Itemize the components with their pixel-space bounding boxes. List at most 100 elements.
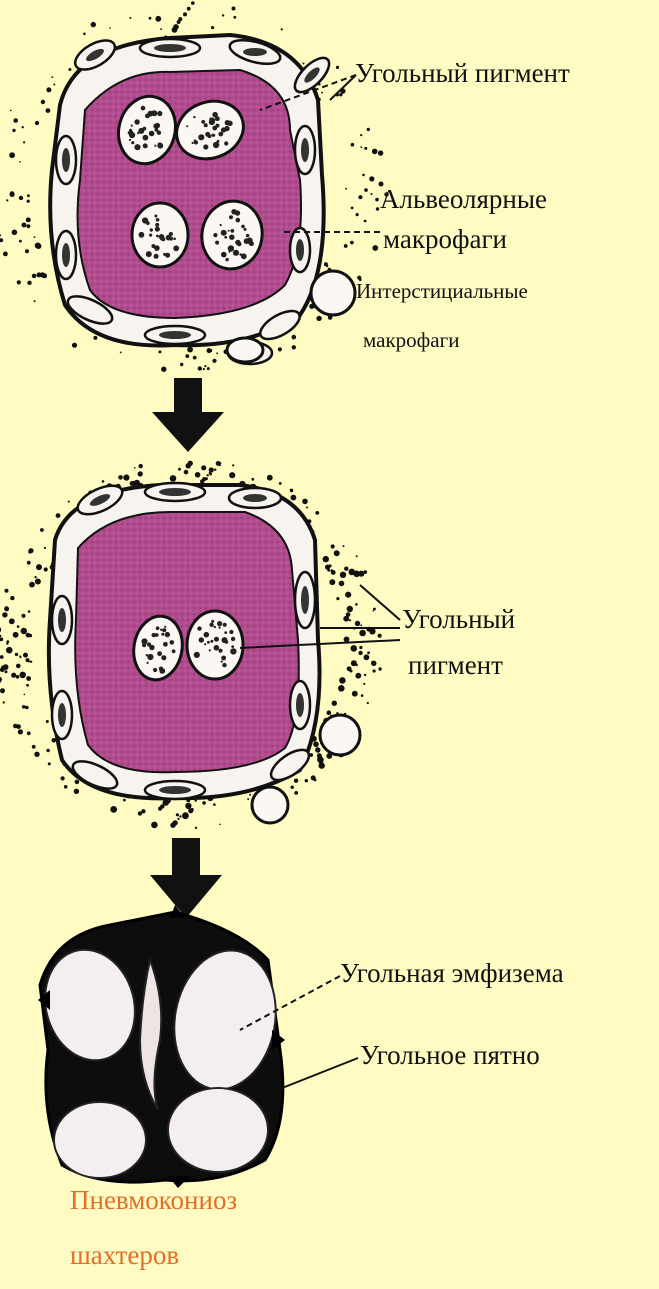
pigment-granule (157, 111, 162, 116)
coal-dust-particle (323, 556, 329, 562)
coal-dust-particle (68, 68, 71, 71)
pigment-granule (142, 643, 146, 647)
coal-dust-particle (212, 359, 216, 363)
pigment-granule (210, 640, 213, 643)
pigment-granule (146, 221, 150, 225)
label-coal-emphysema: Угольная эмфизема (340, 958, 564, 989)
coal-dust-particle (364, 188, 368, 192)
coal-dust-particle (25, 706, 29, 710)
coal-dust-particle (3, 701, 5, 703)
coal-dust-particle (75, 780, 80, 785)
coal-dust-particle (222, 14, 224, 16)
coal-dust-particle (321, 92, 323, 94)
coal-dust-particle (61, 776, 65, 780)
coal-dust-particle (170, 475, 177, 482)
pigment-granule (241, 225, 245, 229)
coal-dust-particle (27, 194, 30, 197)
coal-dust-particle (207, 474, 209, 476)
coal-dust-particle (27, 561, 31, 565)
pigment-granule (157, 651, 162, 656)
pigment-granule (153, 668, 157, 672)
coal-dust-particle (32, 274, 37, 279)
pigment-granule (198, 134, 204, 140)
coal-dust-particle (12, 230, 18, 236)
coal-dust-particle (26, 684, 29, 687)
coal-dust-particle (313, 742, 319, 748)
pigment-granule (246, 234, 249, 237)
pigment-granule (228, 230, 230, 232)
coal-dust-particle (207, 367, 210, 370)
coal-dust-particle (319, 762, 325, 768)
coal-dust-particle (185, 803, 191, 809)
coal-dust-particle (53, 84, 55, 86)
coal-dust-particle (201, 465, 206, 470)
coal-dust-particle (303, 63, 305, 65)
coal-dust-particle (376, 207, 379, 210)
caption-line2: шахтеров (70, 1240, 179, 1271)
coal-dust-particle (19, 196, 23, 200)
coal-dust-particle (6, 640, 9, 643)
pigment-granule (194, 140, 197, 143)
pigment-granule (192, 142, 194, 144)
coal-dust-particle (10, 620, 12, 622)
coal-dust-particle (138, 471, 143, 476)
coal-dust-particle (10, 191, 14, 195)
pigment-granule (155, 223, 159, 227)
coal-dust-particle (102, 480, 105, 483)
coal-dust-particle (302, 499, 308, 505)
pigment-granule (147, 642, 151, 646)
coal-dust-particle (0, 238, 3, 242)
pigment-granule (131, 125, 133, 127)
pigment-granule (163, 642, 168, 647)
pigment-granule (199, 637, 204, 642)
pigment-granule (170, 640, 175, 645)
coal-dust-particle (34, 300, 36, 302)
coal-dust-particle (9, 152, 15, 158)
pigment-granule (230, 229, 234, 233)
coal-dust-particle (46, 720, 49, 723)
coal-dust-particle (24, 694, 26, 696)
coal-dust-particle (375, 198, 379, 202)
coal-dust-particle (158, 807, 162, 811)
pigment-granule (219, 627, 221, 629)
coal-dust-particle (161, 367, 166, 372)
coal-dust-particle (350, 241, 354, 245)
pigment-granule (139, 233, 142, 236)
pigment-granule (160, 237, 164, 241)
pigment-granule (209, 118, 215, 124)
coal-dust-particle (17, 280, 21, 284)
pigment-granule (152, 633, 156, 637)
label-coal-spot: Угольное пятно (360, 1040, 540, 1071)
coal-dust-particle (129, 17, 131, 19)
coal-dust-particle (160, 28, 162, 30)
coal-dust-particle (233, 16, 236, 19)
coal-dust-particle (32, 745, 36, 749)
coal-dust-particle (351, 143, 355, 147)
coal-dust-particle (18, 729, 23, 734)
coal-dust-particle (74, 789, 79, 794)
coal-dust-particle (351, 207, 354, 210)
pigment-granule (248, 238, 252, 242)
coal-dust-particle (0, 688, 5, 693)
pigment-granule (194, 652, 200, 658)
coal-dust-particle (195, 827, 197, 829)
alveolus-stage-1 (0, 1, 389, 372)
pigment-granule (164, 626, 166, 628)
coal-dust-particle (336, 597, 339, 600)
pigment-granule (129, 139, 131, 141)
coal-dust-particle (180, 363, 183, 366)
coal-dust-particle (37, 272, 42, 277)
pigment-granule (143, 127, 147, 131)
coal-dust-particle (44, 547, 46, 549)
coal-dust-particle (13, 632, 19, 638)
coal-dust-particle (130, 481, 135, 486)
coal-dust-particle (364, 570, 368, 574)
pigment-granule (148, 111, 154, 117)
coal-dust-particle (26, 217, 31, 222)
label-interstitial-macrophages-line2: макрофаги (363, 328, 459, 353)
coal-dust-particle (123, 799, 126, 802)
pigment-granule (205, 132, 210, 137)
coal-dust-particle (371, 661, 376, 666)
pigment-granule (160, 629, 162, 631)
